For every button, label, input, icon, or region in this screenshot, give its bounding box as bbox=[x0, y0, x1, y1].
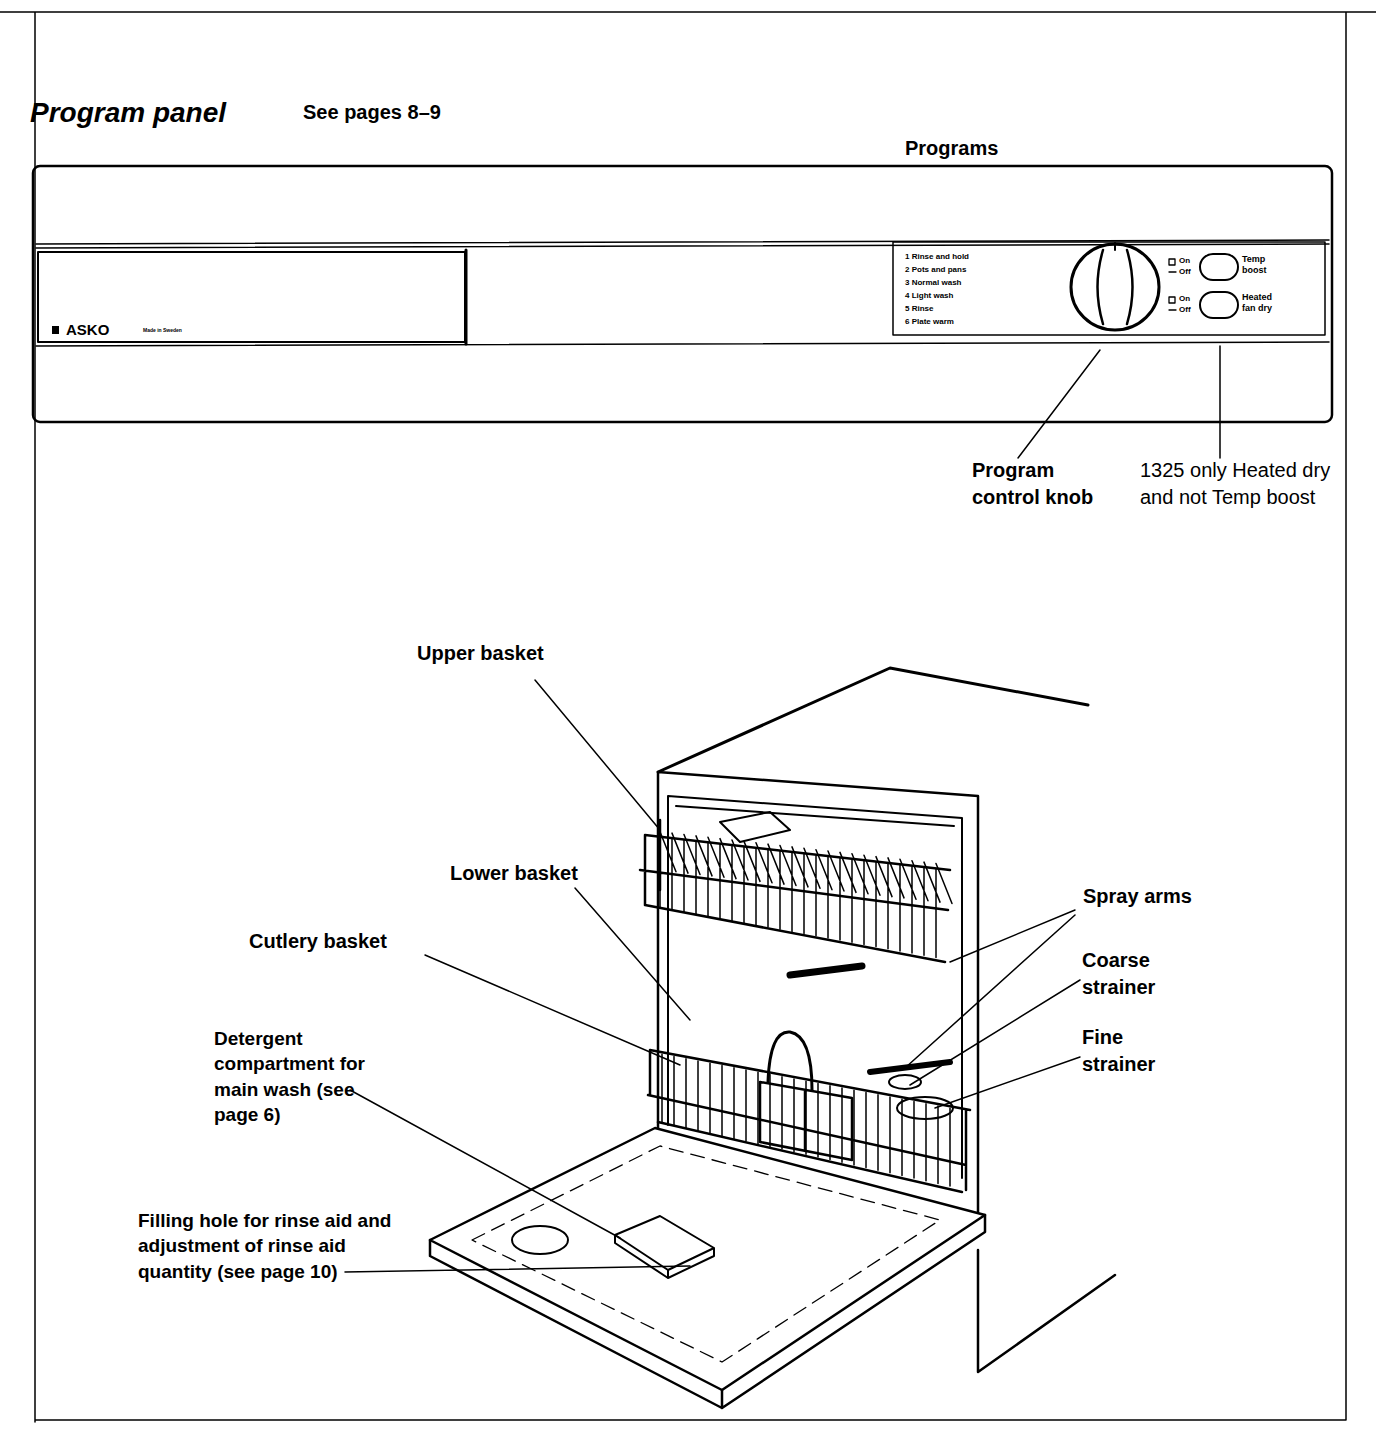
brand-logo: ASKO bbox=[66, 320, 136, 340]
callout-label: Fine strainer bbox=[1082, 1024, 1182, 1077]
callout-label: Program control knob bbox=[972, 457, 1122, 510]
program-name: 3 Normal wash bbox=[905, 277, 1015, 289]
diagram-title: Program panel bbox=[30, 94, 350, 131]
switch-button bbox=[1200, 292, 1238, 318]
cutlery-handle bbox=[768, 1032, 812, 1090]
program-name: 1 Rinse and hold bbox=[905, 251, 1015, 263]
section-label: Programs bbox=[905, 135, 1065, 162]
program-knob bbox=[1071, 244, 1159, 330]
model-note: 1325 only Heated dry and not Temp boost bbox=[1140, 457, 1362, 510]
upper-spray-arm bbox=[790, 966, 862, 975]
switch-state: Off bbox=[1179, 305, 1201, 315]
knob-marker bbox=[1114, 243, 1116, 250]
switch-button bbox=[1200, 254, 1238, 280]
leader-line bbox=[1018, 346, 1220, 458]
panel-line bbox=[36, 240, 1329, 346]
callout-label: Lower basket bbox=[450, 860, 620, 887]
control-area bbox=[893, 242, 1325, 335]
upper-basket-wires bbox=[660, 832, 952, 958]
rinse-aid-cap bbox=[512, 1226, 568, 1254]
switch-symbol bbox=[1169, 259, 1176, 310]
brand-tagline: Made in Sweden bbox=[143, 327, 263, 334]
cabinet-top bbox=[658, 668, 1088, 772]
program-name: 4 Light wash bbox=[905, 290, 1015, 302]
fine-strainer bbox=[897, 1097, 953, 1119]
detergent-compartment bbox=[615, 1216, 714, 1278]
door-inner-panel bbox=[472, 1146, 940, 1362]
program-name: 6 Plate warm bbox=[905, 316, 1015, 328]
button-label: Temp boost bbox=[1242, 254, 1282, 276]
button-label: Heated fan dry bbox=[1242, 292, 1282, 314]
door-edge bbox=[430, 1215, 985, 1408]
cup-rack bbox=[720, 812, 790, 842]
knob-grip bbox=[1098, 250, 1133, 324]
control-panel bbox=[33, 166, 1332, 422]
callout-label: Cutlery basket bbox=[249, 928, 429, 955]
brand-mark bbox=[52, 326, 59, 334]
page-frame bbox=[0, 12, 1376, 1422]
switch-state: On bbox=[1179, 294, 1201, 304]
program-name: 5 Rinse bbox=[905, 303, 1015, 315]
door bbox=[430, 1128, 985, 1390]
leader-line bbox=[345, 680, 1080, 1272]
program-name: 2 Pots and pans bbox=[905, 264, 1015, 276]
callout-label: Filling hole for rinse aid and adjustmen… bbox=[138, 1208, 403, 1284]
panel-divider bbox=[465, 250, 468, 344]
callout-label: Upper basket bbox=[417, 640, 587, 667]
panel-display bbox=[38, 252, 465, 342]
page-reference: See pages 8–9 bbox=[303, 99, 523, 126]
callout-label: Coarse strainer bbox=[1082, 947, 1182, 1000]
callout-label: Detergent compartment for main wash (see… bbox=[214, 1026, 374, 1127]
cutlery-basket bbox=[760, 1082, 852, 1160]
callout-label: Spray arms bbox=[1083, 883, 1243, 910]
switch-state: On bbox=[1179, 256, 1201, 266]
switch-state: Off bbox=[1179, 267, 1201, 277]
